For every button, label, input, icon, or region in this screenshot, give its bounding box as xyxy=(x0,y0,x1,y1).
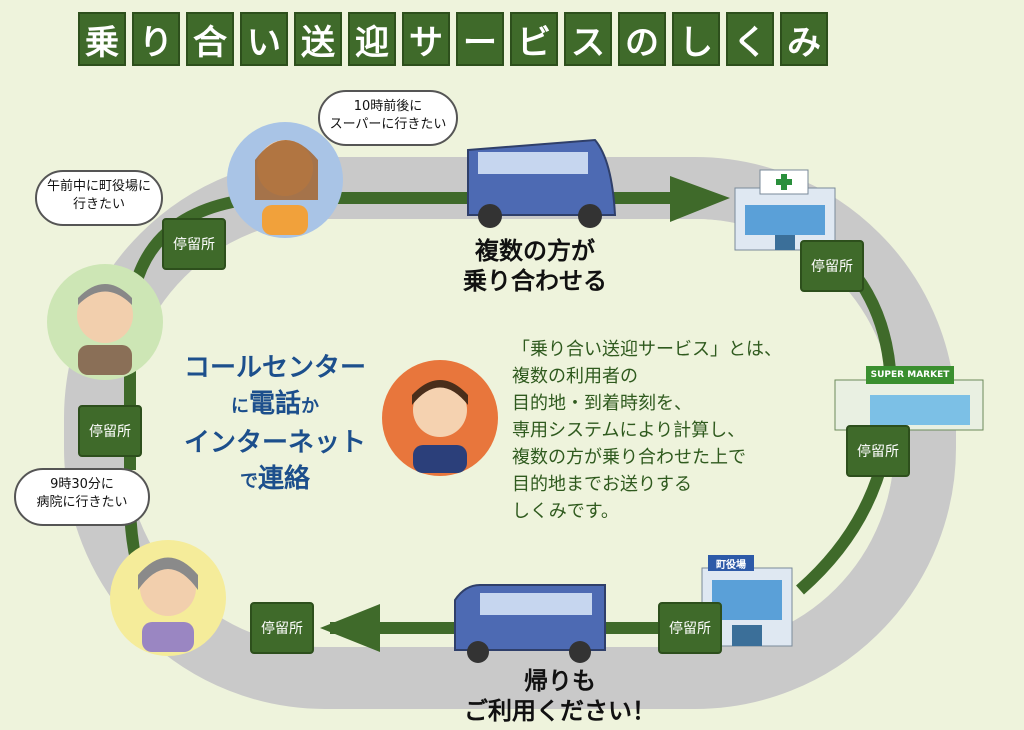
title-char: り xyxy=(132,12,180,66)
return-line: ご利用ください！ xyxy=(464,697,656,725)
title-char: 合 xyxy=(186,12,234,66)
desc-line: 目的地・到着時刻を、 xyxy=(512,393,692,414)
title-char: サ xyxy=(402,12,450,66)
hospital-building xyxy=(734,169,836,251)
share-ride-text: 複数の方が 乗り合わせる xyxy=(430,236,640,296)
call-center-text: コールセンター に電話か インターネット で連絡 xyxy=(150,350,400,500)
page-title: 乗 り 合 い 送 迎 サ ー ビ ス の し く み xyxy=(78,12,828,66)
desc-line: 複数の方が乗り合わせた上で xyxy=(512,447,746,468)
van-top xyxy=(467,138,617,228)
title-char: い xyxy=(240,12,288,66)
title-char: 送 xyxy=(294,12,342,66)
cc-particle: か xyxy=(301,396,319,417)
return-text: 帰りも ご利用ください！ xyxy=(430,666,690,726)
title-char: ー xyxy=(456,12,504,66)
cc-phone: 電話 xyxy=(248,389,301,419)
service-description: 「乗り合い送迎サービス」とは、 複数の利用者の 目的地・到着時刻を、 専用システ… xyxy=(512,336,782,525)
bubble-line: 9時30分に xyxy=(50,477,114,492)
supermarket-building xyxy=(834,366,984,431)
supermarket-sign: SUPER MARKET xyxy=(870,370,950,380)
woman-bottom-avatar xyxy=(110,540,226,656)
cc-particle: で xyxy=(239,471,258,492)
bus-stop-bottom-right: 停留所 xyxy=(658,602,722,654)
title-char: ビ xyxy=(510,12,558,66)
desc-line: 「乗り合い送迎サービス」とは、 xyxy=(512,339,782,360)
van-bottom xyxy=(454,584,606,663)
cc-particle: に xyxy=(230,396,249,417)
title-char: 乗 xyxy=(78,12,126,66)
title-char: ス xyxy=(564,12,612,66)
desc-line: 専用システムにより計算し、 xyxy=(512,420,746,441)
call-center-phone-line: に電話か xyxy=(150,386,400,425)
bus-stop-bottom-left: 停留所 xyxy=(250,602,314,654)
cc-contact: 連絡 xyxy=(257,464,310,494)
arrow-right xyxy=(670,176,730,222)
bus-stop-right: 停留所 xyxy=(846,425,910,477)
title-char: の xyxy=(618,12,666,66)
townhall-sign: 町役場 xyxy=(716,559,746,571)
speech-bubble-woman-top: 10時前後に スーパーに行きたい xyxy=(318,90,458,146)
arrow-left xyxy=(320,604,380,652)
man-avatar xyxy=(47,264,163,380)
call-center-line: コールセンター xyxy=(183,353,366,383)
return-line: 帰りも xyxy=(524,667,596,695)
bus-stop-right-top: 停留所 xyxy=(800,240,864,292)
share-ride-line: 乗り合わせる xyxy=(463,267,607,295)
call-center-contact-line: で連絡 xyxy=(150,461,400,500)
call-center-internet-line: インターネット xyxy=(183,428,366,458)
desc-line: 複数の利用者の xyxy=(512,366,638,387)
operator-avatar xyxy=(382,360,498,476)
share-ride-line: 複数の方が xyxy=(475,237,595,265)
title-char: し xyxy=(672,12,720,66)
bus-stop-top-left: 停留所 xyxy=(162,218,226,270)
inner-area xyxy=(126,219,894,647)
bubble-line: 10時前後に xyxy=(353,99,423,114)
woman-top-avatar xyxy=(227,122,343,238)
bubble-line: スーパーに行きたい xyxy=(329,117,447,132)
bus-stop-left: 停留所 xyxy=(78,405,142,457)
title-char: み xyxy=(780,12,828,66)
desc-line: しくみです。 xyxy=(512,501,619,522)
bubble-line: 午前中に町役場に xyxy=(46,179,151,194)
title-char: 迎 xyxy=(348,12,396,66)
desc-line: 目的地までお送りする xyxy=(512,474,692,495)
bubble-line: 病院に行きたい xyxy=(36,495,128,510)
title-char: く xyxy=(726,12,774,66)
speech-bubble-woman-bottom: 9時30分に 病院に行きたい xyxy=(14,468,150,526)
speech-bubble-man: 午前中に町役場に 行きたい xyxy=(35,170,163,226)
bubble-line: 行きたい xyxy=(72,197,125,212)
